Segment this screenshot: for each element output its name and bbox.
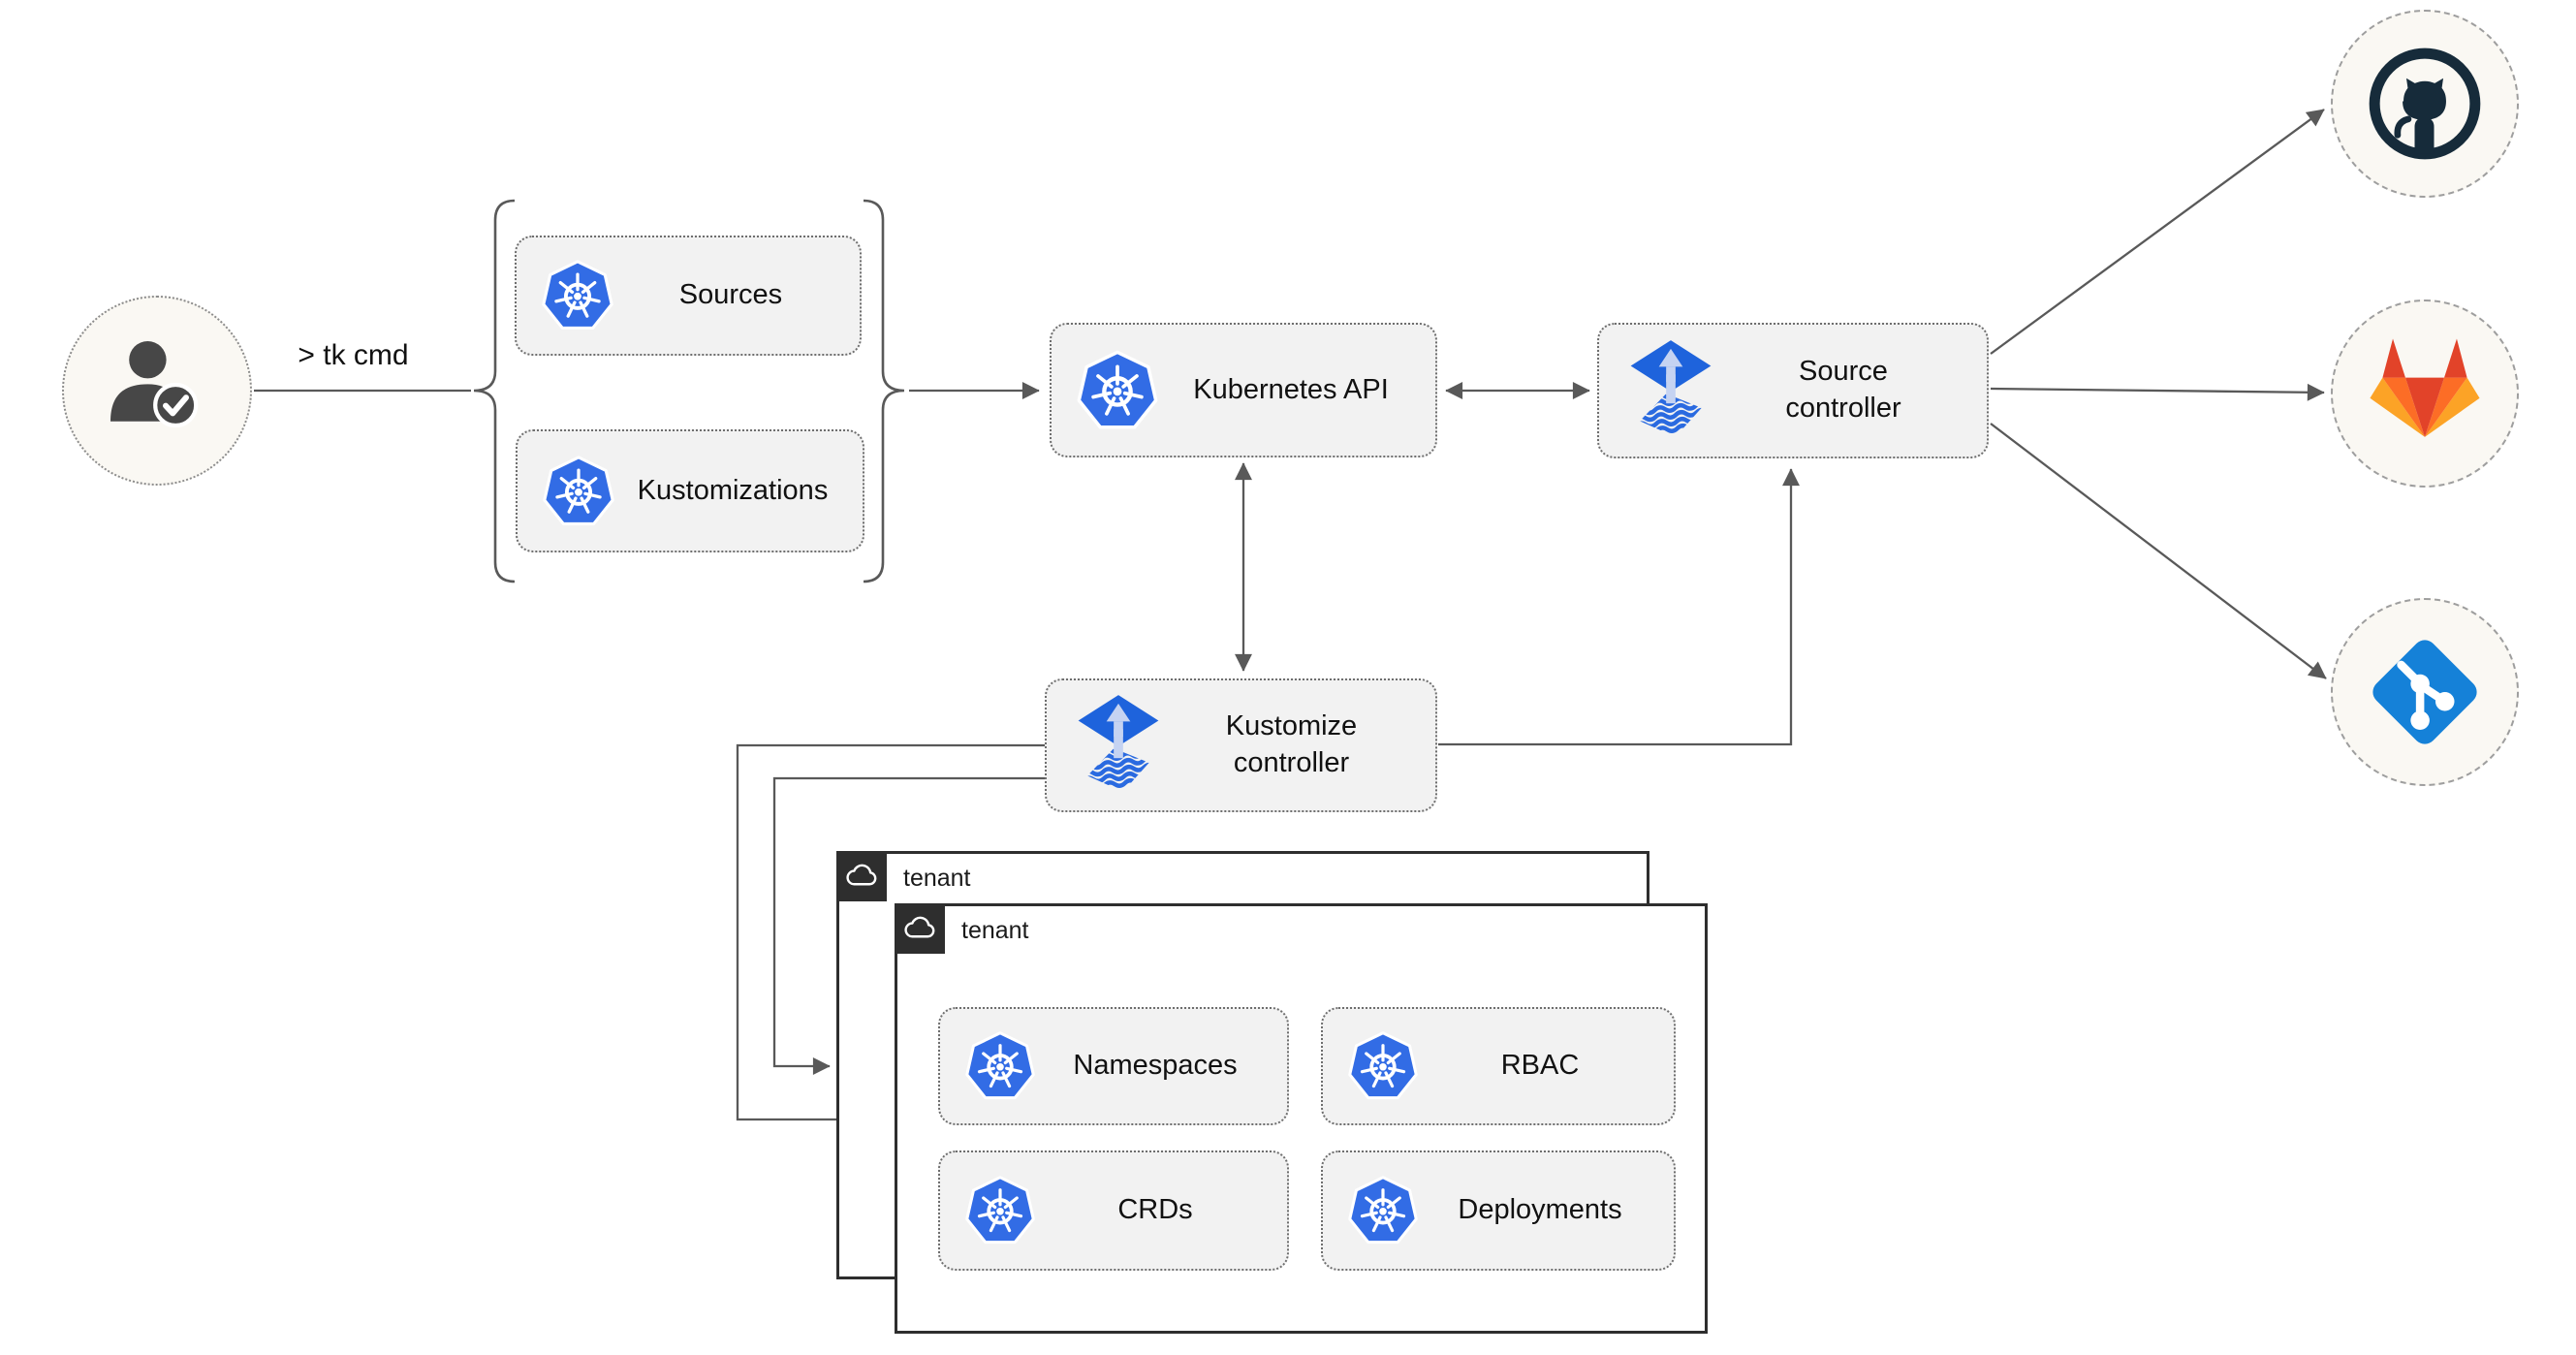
crds-label: CRDs <box>1117 1194 1193 1226</box>
tenant-title: tenant <box>903 865 971 892</box>
cloud-icon <box>902 911 937 946</box>
rbac-label: RBAC <box>1500 1050 1580 1082</box>
tenant-box-front: tenant Namespaces RBAC CRDs Deployments <box>895 903 1708 1334</box>
kustomize-controller-label: Kustomize controller <box>1225 710 1358 778</box>
connector-kustomize-to-source <box>1438 468 1800 746</box>
git-icon <box>2366 633 2484 751</box>
sources-label: Sources <box>678 279 783 311</box>
connector-kustomize-to-tenant-back <box>772 776 1045 1075</box>
kubernetes-api-node: Kubernetes API <box>1050 323 1437 457</box>
kubernetes-icon <box>1346 1029 1420 1103</box>
user-node <box>62 296 252 486</box>
kubernetes-icon <box>963 1029 1037 1103</box>
source-controller-node: Source controller <box>1597 323 1989 458</box>
gitlab-node <box>2331 299 2519 488</box>
tenant-tab <box>895 903 945 954</box>
gitlab-icon <box>2368 335 2482 438</box>
tk-cmd-label: > tk cmd <box>298 339 409 371</box>
kubernetes-icon <box>1346 1174 1420 1247</box>
rbac-node: RBAC <box>1321 1007 1676 1125</box>
deployments-label: Deployments <box>1458 1194 1622 1226</box>
kubernetes-icon <box>541 454 616 529</box>
cloud-icon <box>844 859 879 894</box>
crds-node: CRDs <box>938 1150 1289 1271</box>
brace-left <box>473 199 516 583</box>
brace-right <box>863 199 905 583</box>
kustomizations-label: Kustomizations <box>637 474 829 506</box>
connector-source-to-gitlab <box>1990 383 2325 401</box>
namespaces-label: Namespaces <box>1073 1050 1238 1082</box>
flux-icon <box>1076 695 1161 796</box>
github-icon <box>2366 45 2484 163</box>
connector-source-to-git <box>1990 423 2327 679</box>
source-controller-label: Source controller <box>1785 356 1901 424</box>
kubernetes-api-label: Kubernetes API <box>1193 373 1389 405</box>
kustomize-controller-node: Kustomize controller <box>1045 678 1437 812</box>
flux-icon <box>1628 340 1713 441</box>
deployments-node: Deployments <box>1321 1150 1676 1271</box>
github-node <box>2331 10 2519 198</box>
git-node <box>2331 598 2519 786</box>
connector-source-to-github <box>1990 109 2325 355</box>
kubernetes-icon <box>1075 348 1160 433</box>
connector-kustomize-to-tenant-front <box>736 743 1045 1128</box>
sources-node: Sources <box>515 236 862 356</box>
kubernetes-icon <box>963 1174 1037 1247</box>
user-check-icon <box>99 330 215 446</box>
tenant-tab <box>836 851 887 901</box>
kubernetes-icon <box>540 258 615 333</box>
namespaces-node: Namespaces <box>938 1007 1289 1125</box>
kustomizations-node: Kustomizations <box>516 429 864 552</box>
tenant-title: tenant <box>961 917 1029 944</box>
